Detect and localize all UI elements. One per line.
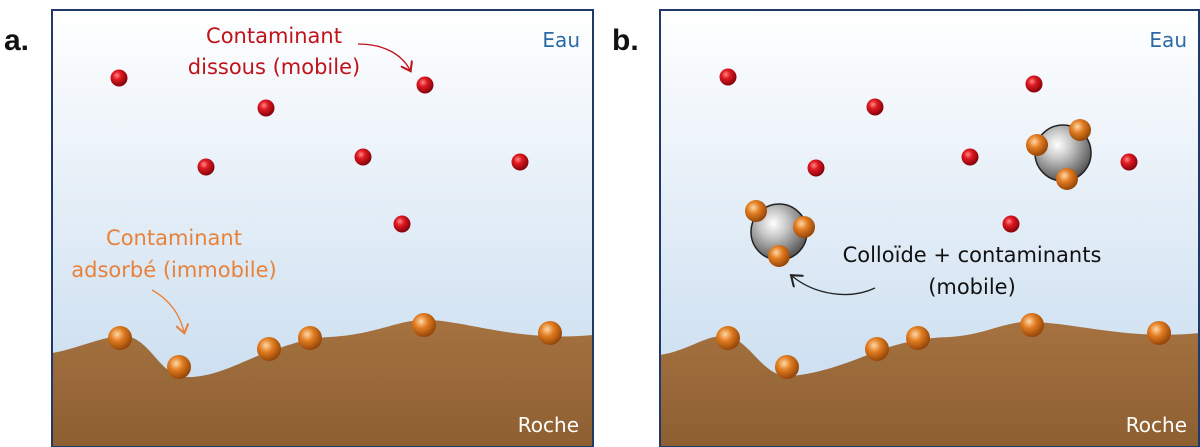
adsorbed-contaminant: [716, 326, 740, 350]
adsorbed-contaminant: [906, 326, 930, 350]
colloid-arrow: [792, 276, 876, 296]
dissolved-contaminant: [807, 159, 825, 177]
rock-label: Roche: [518, 413, 579, 437]
adsorbed-contaminant: [1056, 168, 1078, 190]
rock-label: Roche: [1126, 413, 1187, 437]
adsorbed-contaminant: [412, 313, 436, 337]
adsorbed-contaminant: [1147, 321, 1171, 345]
panel-b-label: b.: [612, 24, 639, 57]
panel-a: Eau Roche Contaminant dissous (mobile) C…: [51, 9, 594, 447]
adsorbed-contaminant: [1069, 119, 1091, 141]
adsorbed-contaminant: [768, 245, 790, 267]
rock-region: [52, 319, 593, 447]
dissolved-contaminant: [719, 68, 737, 86]
panel-b: Eau Roche Colloïde + contaminants (mobil…: [659, 9, 1200, 447]
frame: [659, 9, 1200, 447]
colloid-particle: [1026, 119, 1092, 190]
adsorbed-contaminant: [745, 200, 767, 222]
dissolved-contaminant: [1002, 215, 1020, 233]
colloid-label-line2: (mobile): [928, 275, 1016, 299]
adsorbed-contaminant: [108, 326, 132, 350]
adsorbed-contaminant: [538, 321, 562, 345]
adsorbed-contaminant: [775, 355, 799, 379]
adsorbed-contaminant: [793, 216, 815, 238]
dissolved-label-line1: Contaminant: [206, 24, 342, 48]
dissolved-contaminant: [354, 148, 372, 166]
adsorbed-label-line2: adsorbé (immobile): [71, 258, 276, 282]
dissolved-contaminant: [416, 76, 434, 94]
dissolved-contaminant: [1025, 75, 1043, 93]
dissolved-contaminant: [110, 69, 128, 87]
adsorbed-contaminant: [167, 355, 191, 379]
water-label: Eau: [1149, 28, 1187, 52]
dissolved-arrow: [357, 43, 410, 70]
dissolved-contaminant: [257, 99, 275, 117]
adsorbed-arrow: [151, 289, 184, 332]
adsorbed-contaminant: [1026, 134, 1048, 156]
adsorbed-contaminant: [865, 337, 889, 361]
frame: [51, 9, 594, 447]
colloid-label-line1: Colloïde + contaminants: [843, 243, 1102, 267]
colloid-particle: [745, 200, 815, 267]
adsorbed-contaminant: [1020, 313, 1044, 337]
adsorbed-contaminant: [298, 326, 322, 350]
rock-region: [660, 321, 1200, 447]
dissolved-contaminant: [1120, 153, 1138, 171]
dissolved-contaminant: [197, 158, 215, 176]
dissolved-contaminant: [393, 215, 411, 233]
dissolved-contaminant: [511, 153, 529, 171]
water-label: Eau: [542, 28, 580, 52]
dissolved-label-line2: dissous (mobile): [188, 55, 360, 79]
adsorbed-contaminant: [257, 337, 281, 361]
dissolved-contaminant: [866, 98, 884, 116]
panel-a-label: a.: [4, 24, 30, 57]
adsorbed-label-line1: Contaminant: [106, 226, 242, 250]
dissolved-contaminant: [961, 148, 979, 166]
